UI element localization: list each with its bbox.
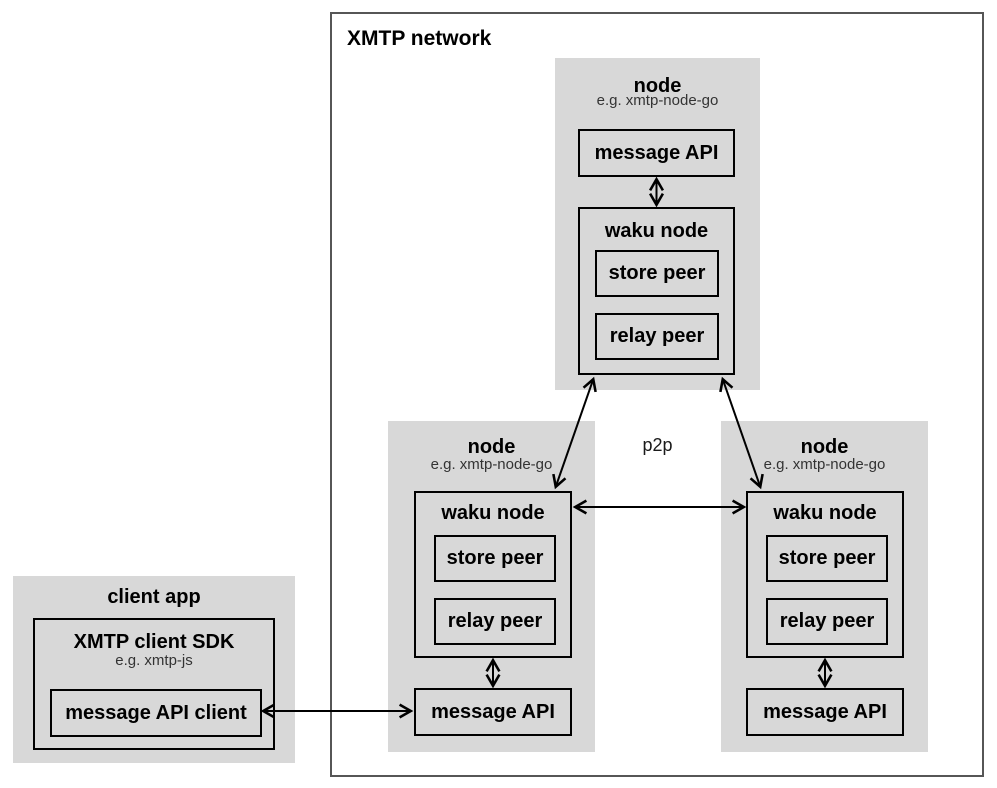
relay-peer-label: relay peer (609, 325, 705, 347)
node-title: node (633, 75, 682, 97)
waku-node-box: waku node store peer relay peer (746, 491, 904, 658)
message-api-label: message API (431, 700, 555, 723)
message-api-box: message API (746, 688, 904, 736)
relay-peer-box: relay peer (434, 598, 556, 645)
node-subtitle: e.g. xmtp-node-go (763, 456, 886, 473)
waku-node-label: waku node (441, 502, 545, 524)
network-node-right: node e.g. xmtp-node-go waku node store p… (721, 421, 928, 752)
node-subtitle: e.g. xmtp-node-go (430, 456, 553, 473)
client-app-box: client app XMTP client SDK e.g. xmtp-js … (13, 576, 295, 763)
waku-node-box: waku node store peer relay peer (578, 207, 735, 375)
message-api-label: message API (763, 700, 887, 723)
store-peer-box: store peer (434, 535, 556, 582)
message-api-label: message API (594, 141, 719, 164)
message-api-box: message API (414, 688, 572, 736)
waku-node-box: waku node store peer relay peer (414, 491, 572, 658)
waku-node-label: waku node (604, 220, 709, 242)
node-subtitle: e.g. xmtp-node-go (596, 92, 719, 109)
xmtp-network-title: XMTP network (347, 27, 492, 50)
store-peer-box: store peer (766, 535, 888, 582)
store-peer-label: store peer (778, 547, 876, 569)
store-peer-box: store peer (595, 250, 719, 297)
network-node-top: node e.g. xmtp-node-go message API waku … (555, 58, 760, 390)
relay-peer-label: relay peer (447, 610, 543, 632)
message-api-box: message API (578, 129, 735, 177)
network-node-left: node e.g. xmtp-node-go waku node store p… (388, 421, 595, 752)
store-peer-label: store peer (608, 262, 706, 284)
waku-node-label: waku node (773, 502, 877, 524)
client-app-title: client app (107, 586, 201, 608)
xmtp-client-sdk-label: XMTP client SDK (73, 631, 235, 653)
xmtp-client-sdk-subtitle: e.g. xmtp-js (115, 652, 193, 669)
message-api-client-box: message API client (50, 689, 262, 737)
store-peer-label: store peer (446, 547, 544, 569)
node-title: node (800, 436, 849, 458)
message-api-client-label: message API client (65, 701, 247, 724)
relay-peer-box: relay peer (595, 313, 719, 360)
xmtp-client-sdk-box: XMTP client SDK e.g. xmtp-js message API… (33, 618, 275, 750)
node-title: node (467, 436, 516, 458)
relay-peer-box: relay peer (766, 598, 888, 645)
p2p-label: p2p (642, 435, 673, 455)
relay-peer-label: relay peer (779, 610, 875, 632)
